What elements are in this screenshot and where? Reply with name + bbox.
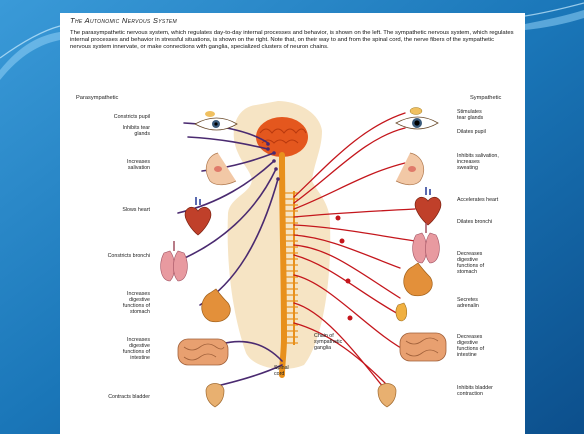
label-constricts-pupil: Constricts pupil: [74, 114, 150, 120]
face-right: [396, 153, 424, 185]
spinal-cord: [282, 155, 284, 375]
bladder-left: [206, 384, 224, 408]
label-secretes-adrenalin: Secretes adrenalin: [457, 297, 523, 309]
label-stimulates-tear-glands: Stimulates tear glands: [457, 109, 523, 121]
label-dilates-bronchi: Dilates bronchi: [457, 219, 523, 225]
label-slows-heart: Slows heart: [74, 207, 150, 213]
stomach-right: [404, 263, 433, 296]
label-increases-digestive-stomach: Increases digestive functions of stomach: [74, 291, 150, 315]
label-accelerates-heart: Accelerates heart: [457, 197, 523, 203]
heart-left: [185, 197, 211, 235]
label-contracts-bladder: Contracts bladder: [74, 394, 150, 400]
label-constricts-bronchi: Constricts bronchi: [74, 253, 150, 259]
label-increases-salivation: Increases salivation: [74, 159, 150, 171]
tear-gland-right: [410, 108, 422, 115]
lungs-right: [413, 223, 440, 263]
intestine-right: [400, 333, 446, 361]
intestine-left: [178, 339, 228, 365]
label-spinal-cord: Spinal cord: [274, 365, 314, 377]
label-decreases-digestive-stomach: Decreases digestive functions of stomach: [457, 251, 523, 275]
lungs-left: [161, 241, 188, 281]
label-inhibits-tear-glands: Inhibits tear glands: [74, 125, 150, 137]
parasympathetic-heading: Parasympathetic: [76, 95, 118, 101]
adrenal-gland-right: [396, 303, 407, 321]
label-inhibits-salivation: Inhibits salivation, increases sweating: [457, 153, 523, 171]
label-increases-digestive-intestine: Increases digestive functions of intesti…: [74, 337, 150, 361]
eye-left: [195, 111, 237, 130]
label-dilates-pupil: Dilates pupil: [457, 129, 523, 135]
brain: [256, 117, 308, 157]
label-decreases-digestive-intestine: Decreases digestive functions of intesti…: [457, 334, 523, 358]
stomach-left: [202, 289, 231, 322]
sympathetic-heading: Sympathetic: [470, 95, 501, 101]
face-left: [206, 153, 236, 185]
heart-right: [415, 187, 441, 225]
bladder-right: [378, 384, 396, 408]
label-chain-of-ganglia: Chain of sympathetic ganglia: [314, 333, 374, 351]
document-page: The Autonomic Nervous System The parasym…: [60, 13, 525, 434]
label-inhibits-bladder: Inhibits bladder contraction: [457, 385, 523, 397]
eye-right: [396, 117, 438, 129]
